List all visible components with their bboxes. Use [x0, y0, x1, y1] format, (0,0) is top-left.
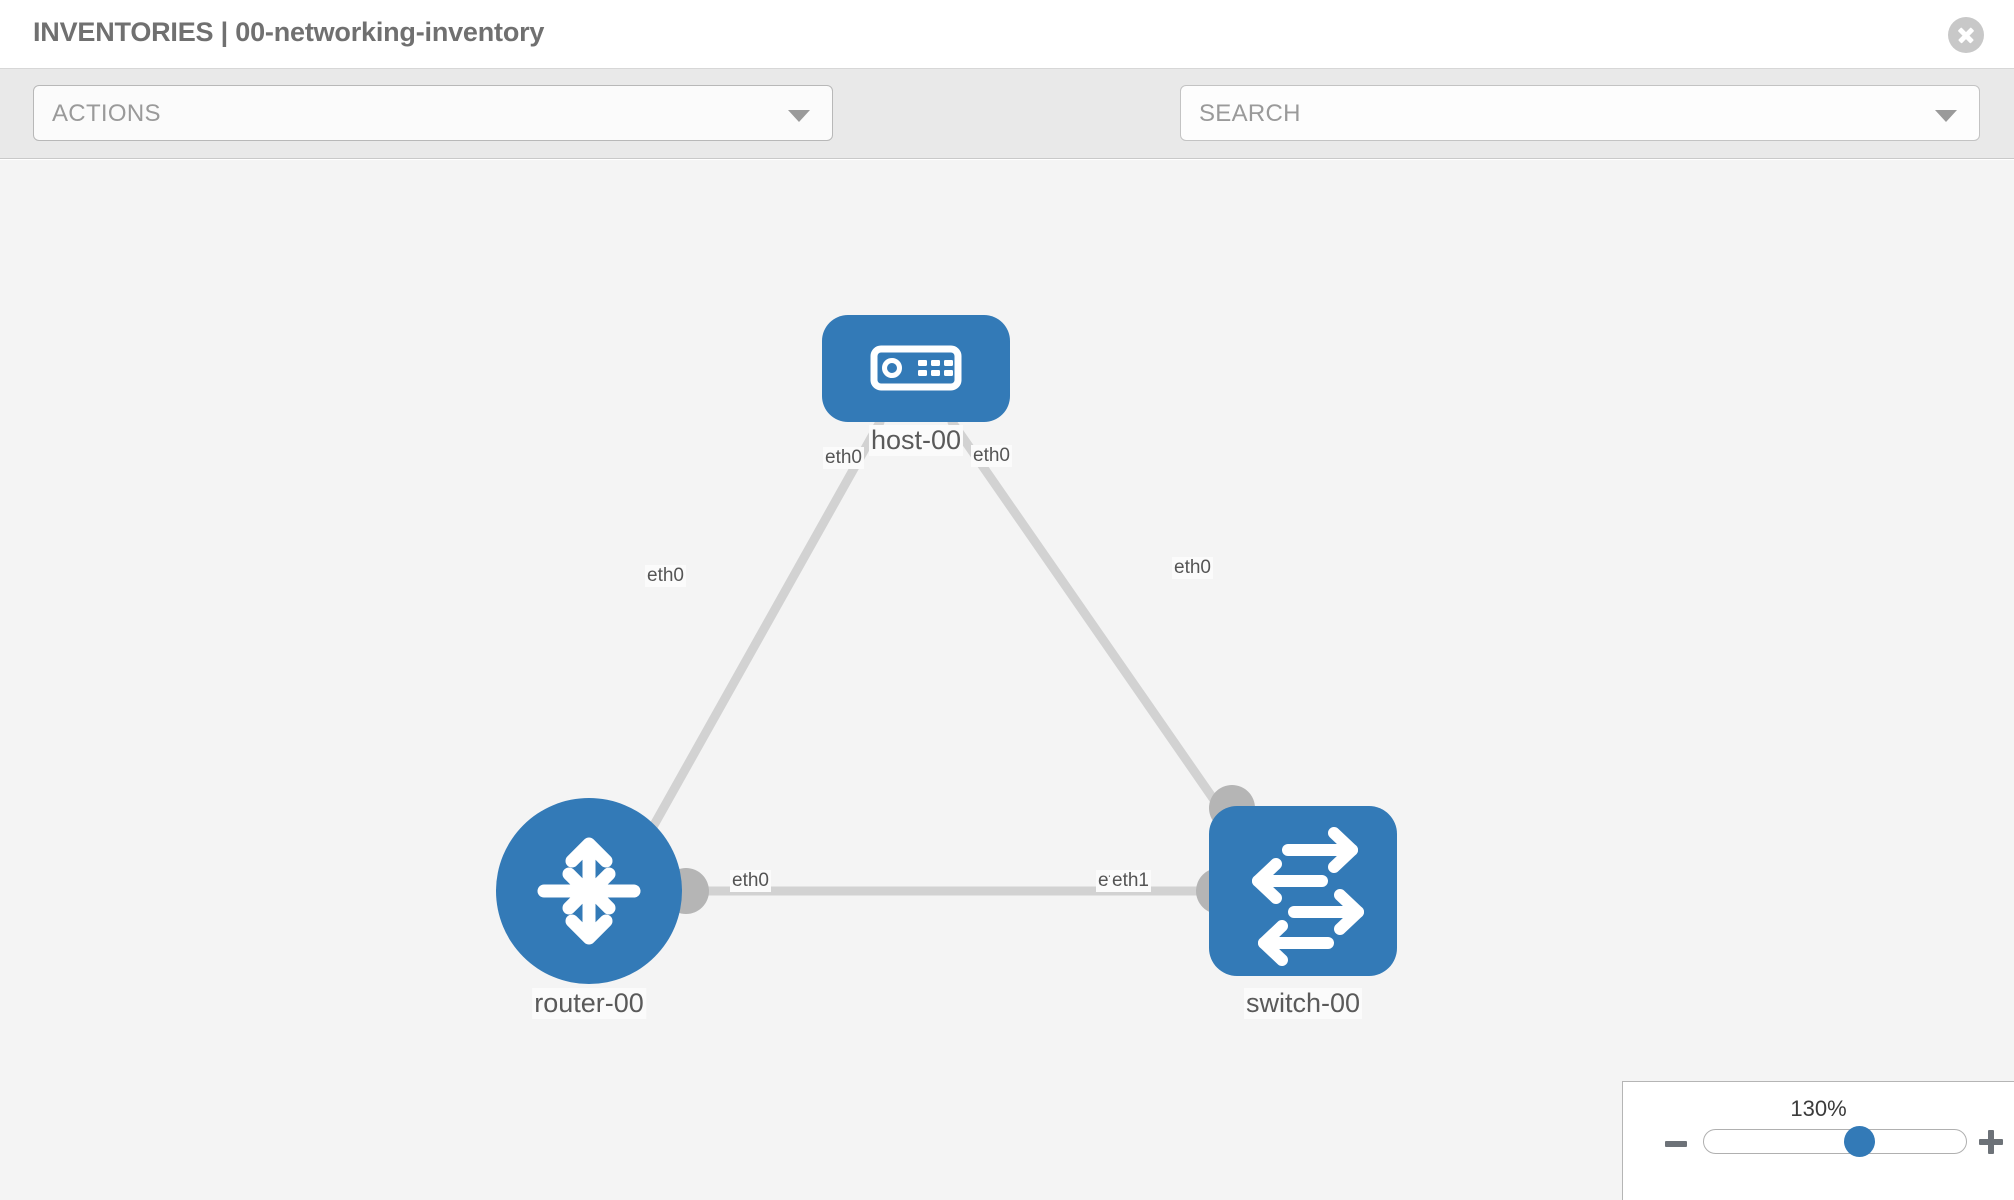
iface-label-switch00-to-router00: eth1	[1110, 870, 1151, 892]
iface-label-router00-to-host00: eth0	[645, 565, 686, 587]
toolbar: ACTIONS SEARCH	[0, 69, 2014, 198]
iface-label-host00-to-switch00: eth0	[971, 445, 1012, 467]
search-placeholder: SEARCH	[1199, 100, 1301, 127]
node-label-host-00: host-00	[868, 425, 964, 456]
iface-label-host00-to-router00: eth0	[823, 447, 864, 469]
zoom-level-value: 130%	[1790, 1096, 1847, 1121]
chevron-down-icon	[1935, 110, 1957, 122]
iface-label-router00-to-switch00: eth0	[730, 870, 771, 892]
page-title: INVENTORIES | 00-networking-inventory	[33, 17, 545, 47]
topology-graph	[496, 315, 1397, 984]
link-host00-switch00[interactable]	[947, 417, 1233, 825]
link-host00-router00[interactable]	[635, 417, 885, 855]
topology-canvas[interactable]: host-00 router-00 switch-00 eth0 eth0 et…	[0, 160, 2014, 1200]
chevron-down-icon	[788, 110, 810, 122]
page-header: INVENTORIES | 00-networking-inventory	[0, 0, 2014, 69]
node-label-switch-00: switch-00	[1243, 988, 1363, 1019]
actions-dropdown-label: ACTIONS	[52, 100, 161, 127]
search-input[interactable]: SEARCH	[1180, 85, 1980, 141]
node-router-00[interactable]	[496, 798, 682, 984]
zoom-out-button[interactable]	[1665, 1141, 1687, 1147]
iface-label-switch00-to-host00: eth0	[1172, 557, 1213, 579]
actions-dropdown[interactable]: ACTIONS	[33, 85, 833, 141]
zoom-in-button[interactable]	[1979, 1130, 2003, 1154]
link-edges	[635, 417, 1233, 896]
node-label-router-00: router-00	[532, 988, 646, 1019]
close-icon[interactable]	[1948, 17, 1984, 53]
zoom-control-panel: 130%	[1622, 1081, 2014, 1200]
zoom-slider-thumb[interactable]	[1844, 1126, 1875, 1157]
node-host-00[interactable]	[822, 315, 1010, 422]
node-switch-00[interactable]	[1209, 806, 1397, 976]
zoom-slider-track[interactable]	[1703, 1129, 1967, 1154]
